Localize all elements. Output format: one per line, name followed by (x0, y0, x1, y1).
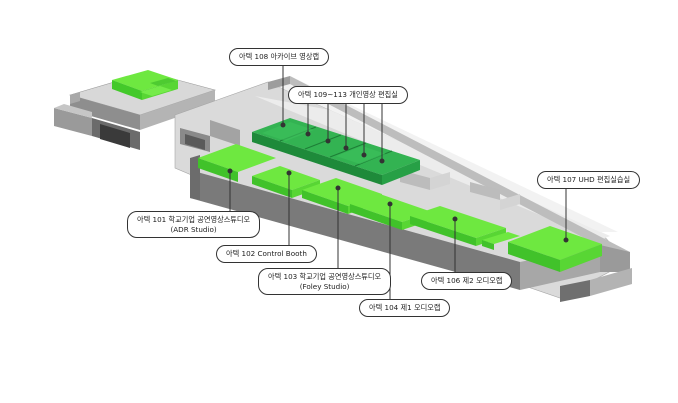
label-room-103-sub: (Foley Studio) (299, 281, 350, 291)
rooms-109-113-row (252, 118, 420, 185)
label-room-107: 아텍 107 UHD 편집실습실 (537, 171, 641, 189)
label-room-101-sub: (ADR Studio) (170, 224, 217, 234)
label-room-108-text: 아텍 108 아카이브 영상랩 (239, 52, 320, 61)
label-room-106: 아텍 106 제2 오디오랩 (421, 272, 513, 290)
label-room-102: 아텍 102 Control Booth (216, 245, 317, 263)
label-rooms-109-113-text: 아텍 109~113 개인영상 편집실 (298, 90, 398, 99)
label-room-103-text: 아텍 103 학교기업 공연영상스튜디오 (268, 272, 382, 281)
room-107-block (508, 226, 602, 272)
label-room-101: 아텍 101 학교기업 공연영상스튜디오 (ADR Studio) (127, 211, 261, 239)
label-room-103: 아텍 103 학교기업 공연영상스튜디오 (Foley Studio) (258, 268, 392, 296)
studios-front-row (198, 144, 520, 250)
label-room-104-text: 아텍 104 제1 오디오랩 (369, 303, 441, 312)
label-rooms-109-113: 아텍 109~113 개인영상 편집실 (288, 86, 408, 104)
room-108-block (112, 70, 178, 100)
label-room-106-text: 아텍 106 제2 오디오랩 (431, 276, 503, 285)
label-room-104: 아텍 104 제1 오디오랩 (359, 299, 451, 317)
label-room-102-text: 아텍 102 Control Booth (226, 249, 307, 258)
label-room-108: 아텍 108 아카이브 영상랩 (229, 48, 330, 66)
leader-lines (227, 60, 569, 300)
label-room-107-text: 아텍 107 UHD 편집실습실 (547, 175, 631, 184)
label-room-101-text: 아텍 101 학교기업 공연영상스튜디오 (137, 215, 251, 224)
